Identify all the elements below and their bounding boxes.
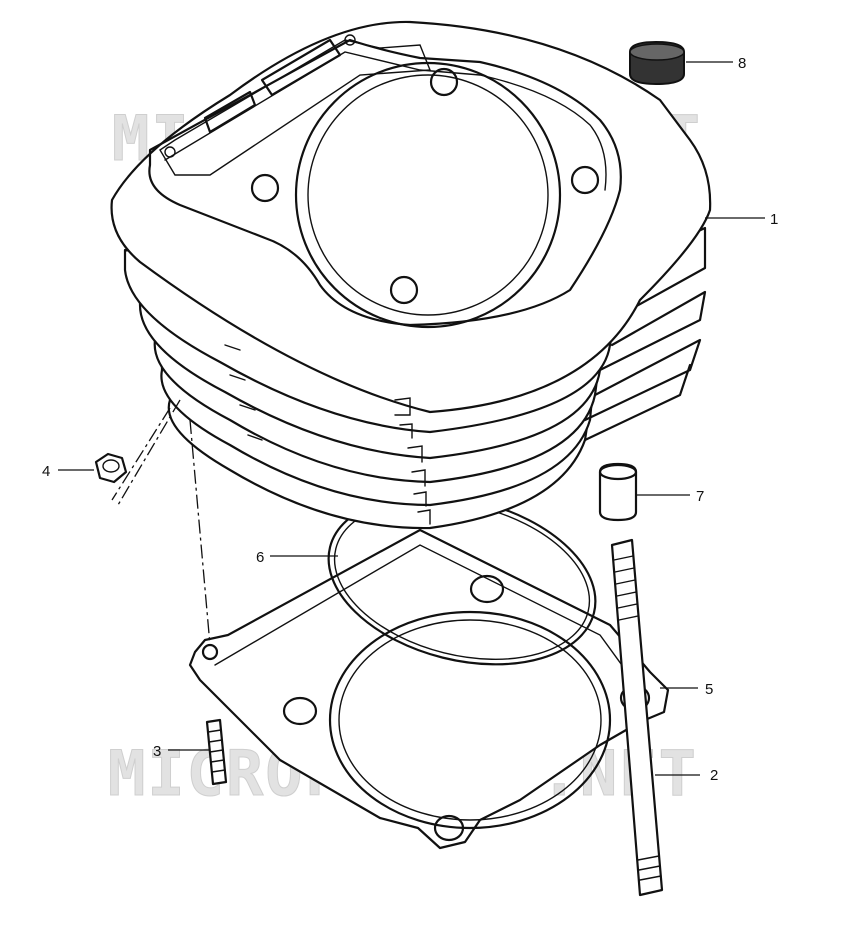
stud-short [205,718,228,786]
alignment-line-stud [189,419,211,646]
callout-1: 1 [770,211,778,228]
callout-2: 2 [710,767,718,784]
callout-8: 8 [738,55,746,72]
callout-5: 5 [705,681,713,698]
cylinder [110,20,712,530]
cap [629,40,685,86]
dowel-pin [598,462,638,522]
alignment-line-nut [117,399,181,506]
base-gasket [188,528,670,850]
callout-3: 3 [153,743,161,760]
callout-6: 6 [256,549,264,566]
nut [94,452,128,484]
alignment-line-nut-2 [111,407,171,501]
callout-7: 7 [696,488,704,505]
stud-long [610,538,664,897]
callout-4: 4 [42,463,50,480]
